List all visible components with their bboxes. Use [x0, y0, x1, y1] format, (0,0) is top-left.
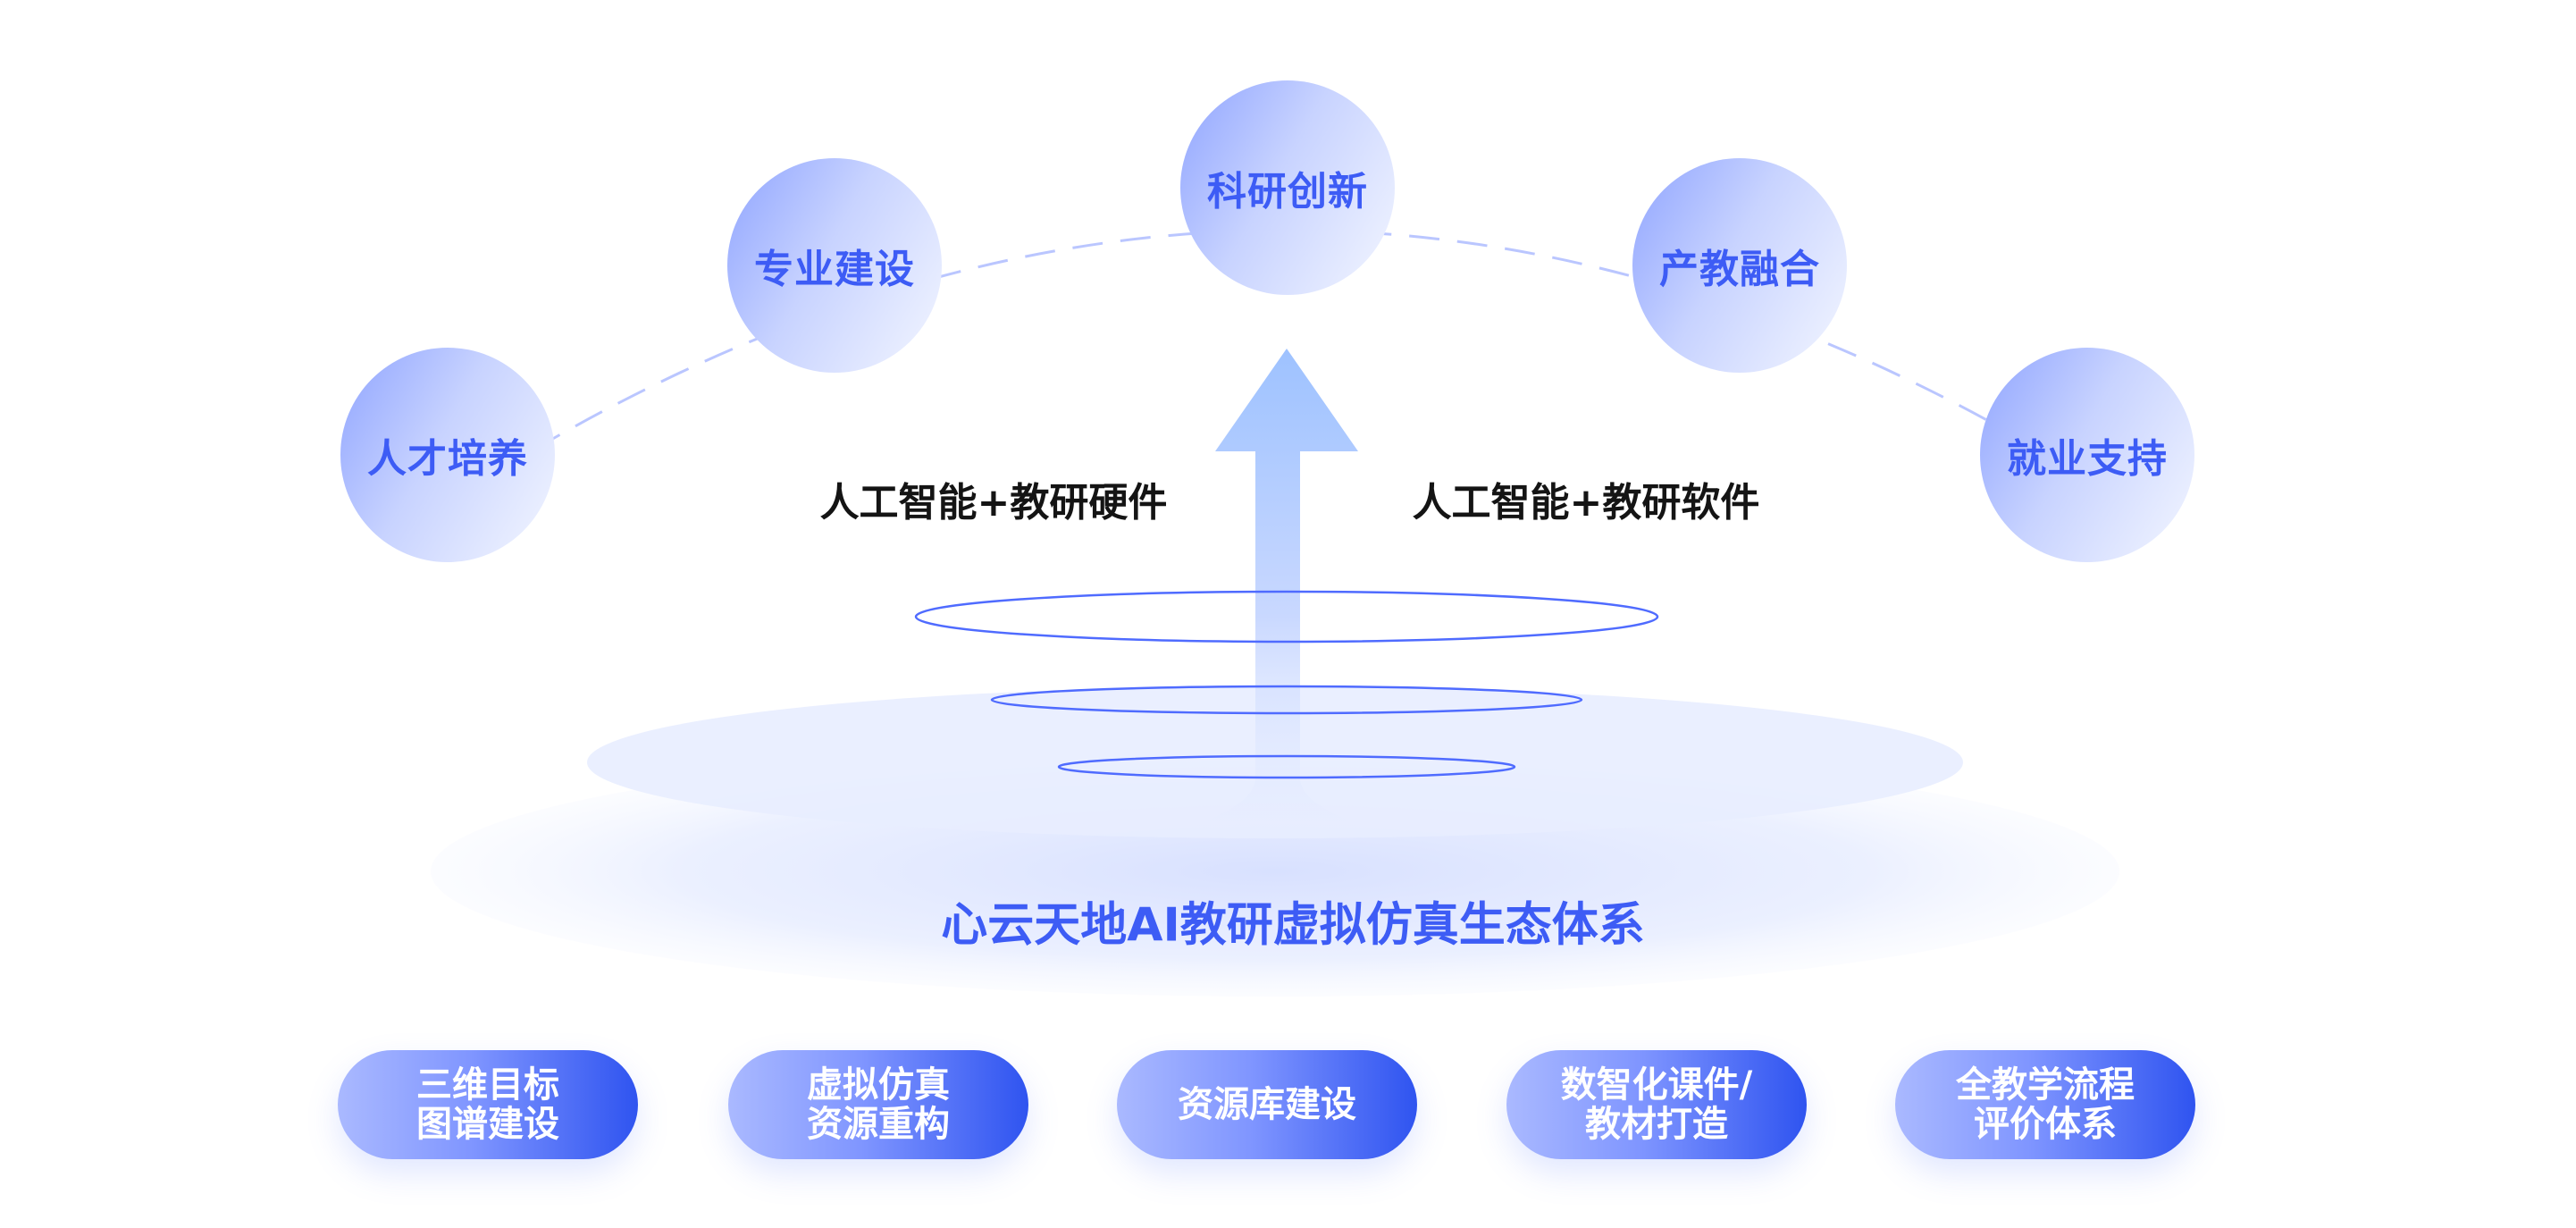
- pill-label: 虚拟仿真 资源重构: [807, 1064, 950, 1145]
- node-label: 科研创新: [1207, 169, 1368, 214]
- node-employment-support: 就业支持: [1980, 348, 2194, 562]
- pill-label: 三维目标 图谱建设: [416, 1064, 559, 1145]
- pill-label: 全教学流程 评价体系: [1956, 1064, 2135, 1145]
- foundation-pill-evaluation-system: 全教学流程 评价体系: [1895, 1050, 2195, 1159]
- foundation-pill-virtual-simulation: 虚拟仿真 资源重构: [728, 1050, 1028, 1159]
- node-discipline-building: 专业建设: [727, 158, 942, 373]
- foundation-pill-knowledge-graph: 三维目标 图谱建设: [338, 1050, 638, 1159]
- node-talent-cultivation: 人才培养: [340, 348, 555, 562]
- label-ai-hardware: 人工智能+教研硬件: [819, 480, 1168, 526]
- node-research-innovation: 科研创新: [1180, 80, 1395, 295]
- ring-middle: [990, 685, 1583, 715]
- node-label: 人才培养: [367, 436, 528, 482]
- pill-label: 数智化课件/ 教材打造: [1560, 1064, 1753, 1145]
- node-industry-education: 产教融合: [1632, 158, 1847, 373]
- node-label: 就业支持: [2007, 436, 2168, 482]
- node-label: 产教融合: [1659, 247, 1820, 292]
- ecosystem-title: 心云天地AI教研虚拟仿真生态体系: [941, 898, 1645, 953]
- foundation-pill-digital-courseware: 数智化课件/ 教材打造: [1506, 1050, 1807, 1159]
- ring-top: [914, 590, 1659, 643]
- foundation-pill-resource-library: 资源库建设: [1117, 1050, 1417, 1159]
- label-ai-software: 人工智能+教研软件: [1412, 480, 1760, 526]
- pill-label: 资源库建设: [1178, 1084, 1356, 1125]
- ring-bottom: [1057, 754, 1516, 779]
- node-label: 专业建设: [754, 247, 915, 292]
